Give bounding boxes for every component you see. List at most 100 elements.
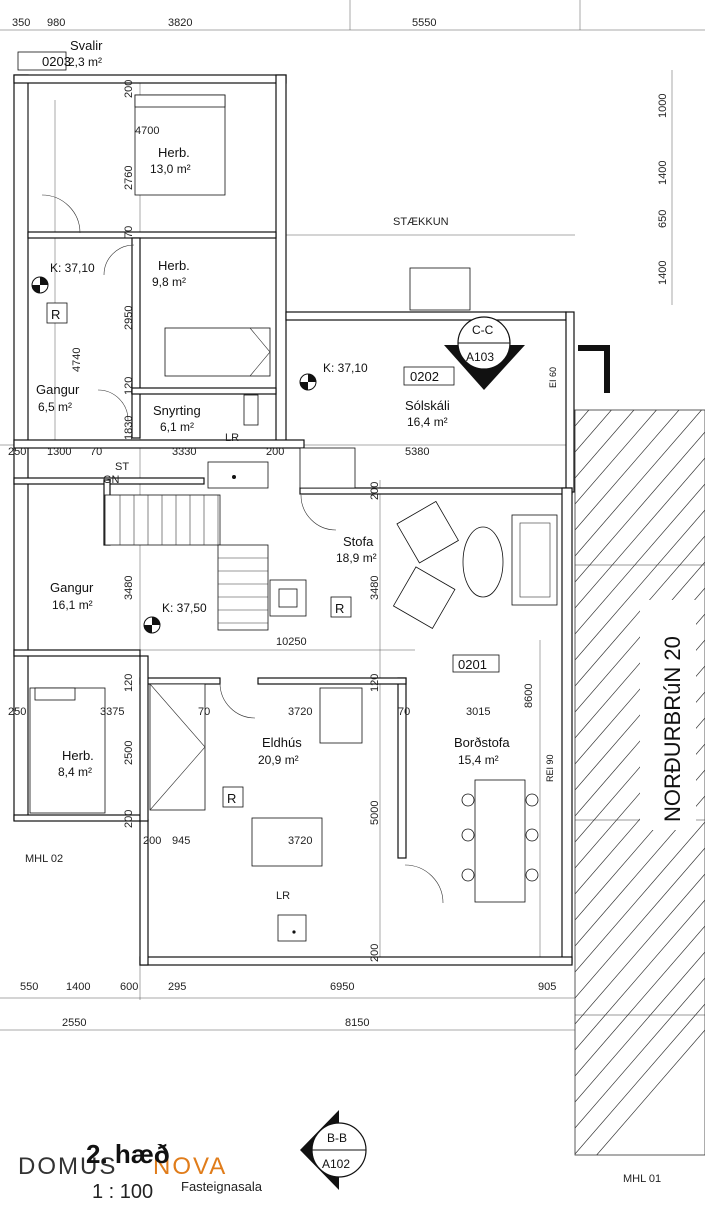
hatch-line <box>575 410 680 531</box>
dim-3720a: 3720 <box>288 706 312 718</box>
room-area-svalir: 2,3 m² <box>68 55 102 69</box>
level-label-3: K: 37,50 <box>162 601 207 615</box>
hatch-line <box>575 410 657 505</box>
r-box-2 <box>330 596 352 618</box>
dim-3480b: 3480 <box>369 576 381 600</box>
section-marker-cc <box>444 316 525 390</box>
dim-200a: 200 <box>123 80 135 98</box>
mhl02-label: MHL 02 <box>25 853 63 865</box>
room-id-solskali: 0202 <box>410 369 439 384</box>
room-area-gangur-1: 6,5 m² <box>38 400 72 414</box>
room-id-box-0202 <box>403 366 455 386</box>
dim-8600: 8600 <box>523 684 535 708</box>
hatch-line <box>575 847 705 999</box>
dim-200c: 200 <box>123 810 135 828</box>
dim-4700: 4700 <box>135 125 159 137</box>
hatch-line <box>575 483 705 635</box>
room-area-eldhus: 20,9 m² <box>258 753 299 767</box>
hatch-line <box>575 146 705 296</box>
dim-200b: 200 <box>369 482 381 500</box>
logo-tagline: Fasteignasala <box>181 1179 263 1194</box>
st-label: ST <box>115 461 129 473</box>
section-marker-bb <box>300 1110 367 1190</box>
dim-bot1-4: 295 <box>168 981 186 993</box>
dim-4740: 4740 <box>71 348 83 372</box>
dim-3720b: 3720 <box>288 835 312 847</box>
r-label-2: R <box>335 601 344 616</box>
dim-70b: 70 <box>198 706 210 718</box>
dim-bot1-3: 600 <box>120 981 138 993</box>
stairs <box>104 494 269 631</box>
hatch-line <box>575 821 705 973</box>
dim-70a: 70 <box>123 226 135 238</box>
hatch-line <box>575 410 635 479</box>
dim-right-4: 1400 <box>657 261 669 285</box>
section-cc-name: C-C <box>472 323 494 337</box>
dim-mid-3: 70 <box>90 446 102 458</box>
logo-text-nova: NOVA <box>153 1153 227 1180</box>
dim-mid-6: 5380 <box>405 446 429 458</box>
room-id-bordstofa: 0201 <box>458 657 487 672</box>
dim-70c: 70 <box>398 706 410 718</box>
room-name-eldhus: Eldhús <box>262 735 302 750</box>
room-labels: 0203 Svalir 2,3 m² Herb. 13,0 m² Herb. 9… <box>36 38 510 779</box>
dim-top-1: 350 <box>12 17 30 29</box>
level-label-2: K: 37,10 <box>323 361 368 375</box>
hatch-line <box>575 172 705 322</box>
dim-right-2: 1400 <box>657 161 669 185</box>
hatch-line <box>596 1029 705 1155</box>
hatch-line <box>575 198 705 348</box>
dim-3015: 3015 <box>466 706 490 718</box>
street-label-bg <box>640 600 696 830</box>
rei90-label: REI 90 <box>545 754 555 782</box>
dimension-labels: 350 980 3820 5550 1000 1400 650 1400 250… <box>8 17 669 1029</box>
doors <box>27 100 444 904</box>
dim-top-2: 980 <box>47 17 65 29</box>
dim-bot1-6: 905 <box>538 981 556 993</box>
logo-text-domus: DOMUS <box>18 1153 117 1180</box>
room-area-herb-2: 9,8 m² <box>152 275 186 289</box>
scale-label: 1 : 100 <box>92 1181 153 1200</box>
hatch-line <box>575 925 705 1077</box>
dim-5000: 5000 <box>369 801 381 825</box>
street-label: NORÐURBRúN 20 <box>660 636 685 822</box>
staekkun-label: STÆKKUN <box>393 216 449 228</box>
dim-3480a: 3480 <box>123 576 135 600</box>
level-label-1: K: 37,10 <box>50 261 95 275</box>
lr-label-1: LR <box>225 432 239 444</box>
dim-bot2-1: 2550 <box>62 1017 86 1029</box>
hatch-line <box>575 224 705 374</box>
hatch-line <box>575 899 705 1051</box>
section-bb-name: B-B <box>327 1131 347 1145</box>
room-id-box-0203 <box>17 51 67 71</box>
room-name-stofa: Stofa <box>343 534 374 549</box>
misc-labels: K: 37,10 K: 37,10 K: 37,50 R R R LR LR S… <box>25 216 696 1185</box>
dim-200d: 200 <box>143 835 161 847</box>
hatch-line <box>575 120 705 270</box>
section-cc-ref: A103 <box>466 350 494 364</box>
dim-right-3: 650 <box>657 210 669 228</box>
dim-120c: 120 <box>369 674 381 692</box>
level-markers <box>31 276 317 634</box>
room-name-snyrting: Snyrting <box>153 403 201 418</box>
dim-250b: 250 <box>8 706 26 718</box>
hatch-line <box>575 410 612 453</box>
dim-120b: 120 <box>123 674 135 692</box>
hatch-line <box>575 1003 705 1155</box>
room-name-svalir: Svalir <box>70 38 103 53</box>
mhl01-label: MHL 01 <box>623 1173 661 1185</box>
dim-mid-1: 250 <box>8 446 26 458</box>
dim-bot1-5: 6950 <box>330 981 354 993</box>
room-area-snyrting: 6,1 m² <box>160 420 194 434</box>
ei60-label: EI 60 <box>548 367 558 388</box>
r-label-1: R <box>51 307 60 322</box>
room-area-gangur-2: 16,1 m² <box>52 598 93 612</box>
dim-mid-4: 3330 <box>172 446 196 458</box>
floor-title: 2. hæð <box>86 1139 170 1169</box>
room-name-herb-3: Herb. <box>62 748 94 763</box>
room-name-solskali: Sólskáli <box>405 398 450 413</box>
dim-3375: 3375 <box>100 706 124 718</box>
dim-mid-5: 200 <box>266 446 284 458</box>
room-name-gangur-2: Gangur <box>50 580 94 595</box>
dim-bot2-2: 8150 <box>345 1017 369 1029</box>
